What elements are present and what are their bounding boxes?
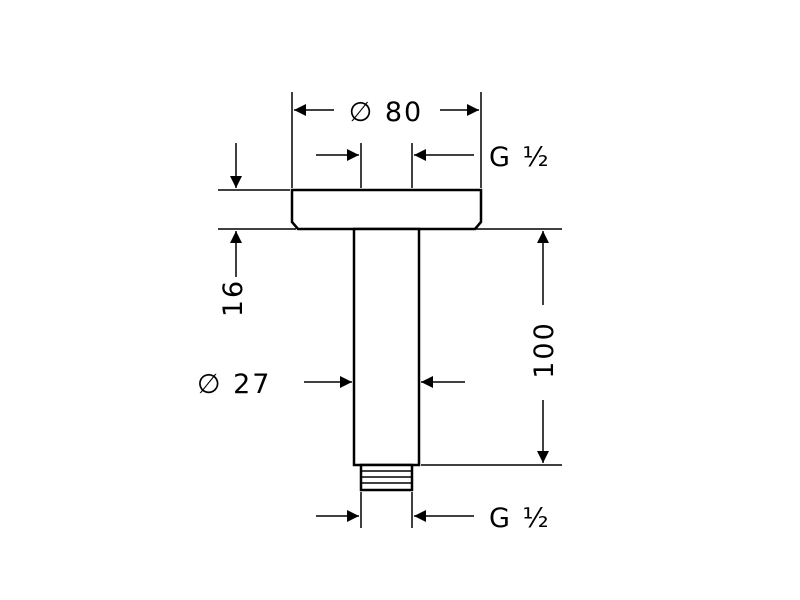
flange-height-label: 16 bbox=[218, 279, 249, 317]
dimension-flange-diameter: ∅ 80 bbox=[291, 92, 482, 188]
top-thread-label: G ½ bbox=[489, 142, 551, 173]
dimension-pipe-diameter: ∅ 27 bbox=[197, 369, 465, 400]
shower-arm-part bbox=[290, 188, 483, 492]
dimension-bottom-thread: G ½ bbox=[316, 492, 551, 534]
dimension-top-thread: G ½ bbox=[316, 142, 551, 188]
ceiling-flange bbox=[290, 188, 483, 231]
pipe-body bbox=[352, 227, 421, 467]
bottom-thread-label: G ½ bbox=[489, 503, 551, 534]
flange-diameter-label: ∅ 80 bbox=[349, 97, 423, 128]
dimension-flange-height: 16 bbox=[218, 143, 296, 317]
bottom-thread-connector bbox=[359, 463, 414, 492]
dimension-pipe-length: 100 bbox=[421, 228, 562, 466]
pipe-length-label: 100 bbox=[529, 321, 560, 379]
pipe-diameter-label: ∅ 27 bbox=[197, 369, 271, 400]
